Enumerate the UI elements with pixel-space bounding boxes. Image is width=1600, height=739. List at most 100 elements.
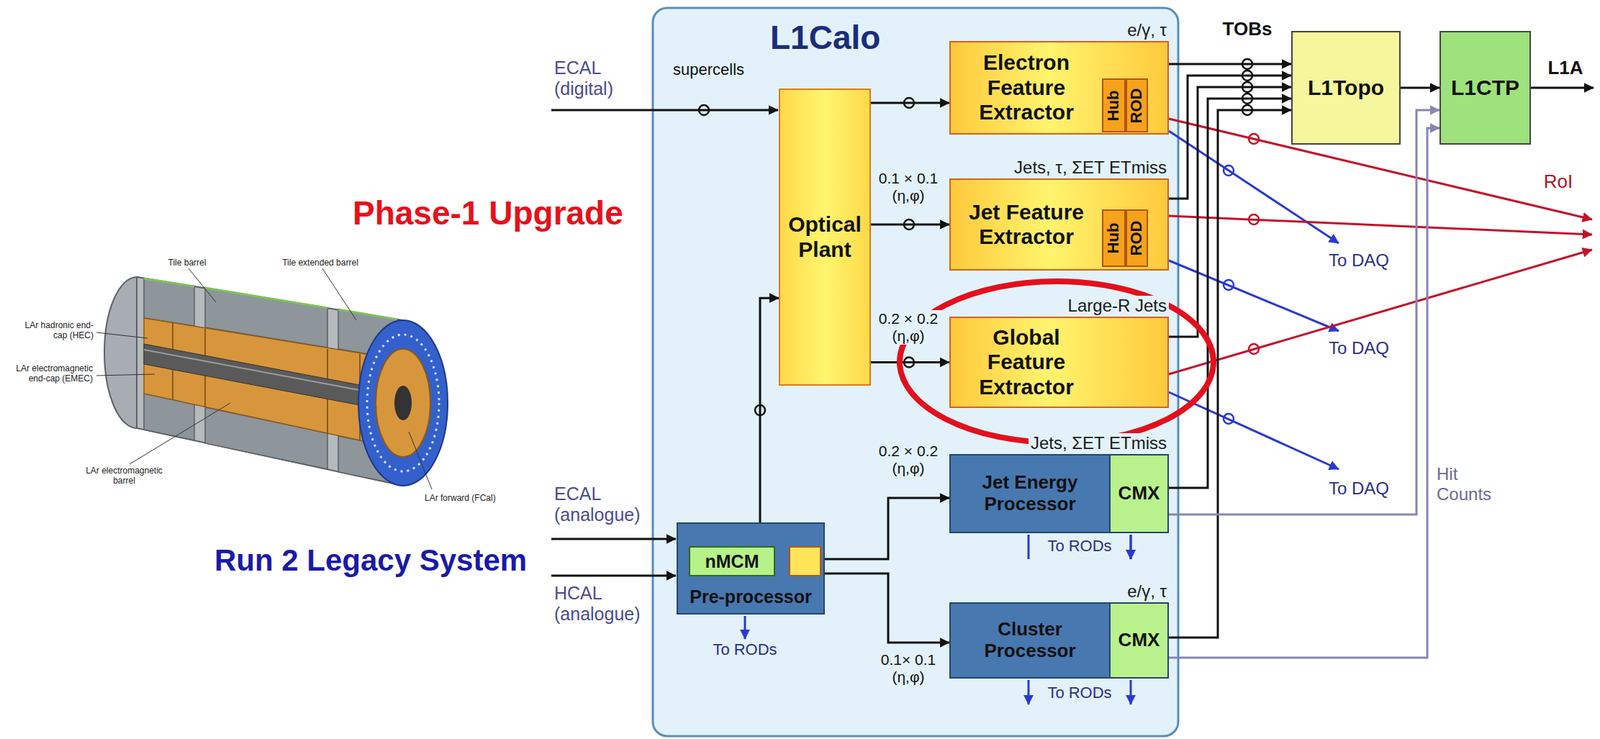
label-holder: LAr electromagnetic end-cap (EMEC) — [2, 364, 93, 385]
readout-target: To RODs — [1040, 536, 1120, 555]
readout-arrow — [1130, 680, 1133, 705]
input-wire — [551, 575, 676, 578]
text-holder: Jets, τ, ΣET ETmiss — [1011, 157, 1169, 178]
granularity-note: 0.1 × 0.1 (η,φ) — [872, 169, 945, 205]
fibre-marker — [698, 105, 709, 116]
label-holder: L1A — [1540, 57, 1591, 80]
label-holder: Tile extended barrel — [273, 255, 368, 269]
block-heading: Jets, ΣET ETmiss — [1028, 433, 1169, 454]
fibre-marker — [1248, 214, 1259, 225]
label-holder: To RODs — [1040, 536, 1120, 555]
box-label: ROD — [1129, 220, 1146, 257]
text-holder: Pre-processor — [682, 586, 820, 608]
label-holder: Tile barrel — [151, 255, 224, 269]
calorimeter-illustration — [96, 268, 448, 490]
text-holder: CMX — [1118, 482, 1161, 505]
signal-connector — [1168, 75, 1292, 199]
text-holder: L1Topo — [1307, 75, 1385, 101]
text-holder: Large-R Jets — [1065, 295, 1169, 316]
signal-wires — [551, 87, 1594, 705]
text-holder: Jet Energy Processor — [957, 472, 1102, 516]
readout-arrow — [1027, 680, 1030, 705]
granularity-note: 0.1× 0.1 (η,φ) — [872, 651, 945, 686]
signal-connector — [824, 498, 950, 560]
label-holder: LAr forward (FCal) — [424, 490, 496, 504]
part-name: LAr electromagnetic barrel — [79, 466, 170, 487]
fibre-marker — [1223, 279, 1234, 291]
feature-extractor-box: Large-R JetsGlobal Feature Extractor — [949, 316, 1169, 409]
label-holder: RoI — [1533, 171, 1584, 193]
label-holder: ECAL (analogue) — [554, 483, 652, 526]
fibre-marker — [904, 97, 915, 108]
fibre-marker — [1248, 133, 1259, 144]
signal-connector — [1168, 128, 1440, 658]
box-label: CMX — [1118, 482, 1161, 505]
label-holder: ECAL (digital) — [554, 57, 648, 100]
box-label: Jet Feature Extractor — [956, 200, 1097, 250]
box-label: Hub — [1106, 89, 1123, 121]
block-heading: e/γ, τ — [1124, 581, 1169, 602]
label-holder: To DAQ — [1322, 250, 1395, 271]
label-holder: LAr hadronic end-cap (HEC) — [14, 321, 94, 342]
fibre-marker — [1223, 413, 1234, 424]
text-holder: Hub — [1098, 97, 1130, 114]
label-holder: LAr electromagnetic barrel — [79, 466, 170, 487]
text-holder: nMCM — [705, 551, 760, 573]
fibre-marker — [755, 405, 766, 416]
text-holder: CMX — [1118, 629, 1161, 652]
signal-connector — [1168, 63, 1292, 66]
panel-shape — [652, 7, 1179, 737]
signal-connector — [760, 297, 779, 523]
signal-name: L1A — [1540, 57, 1591, 80]
tile-edge — [143, 278, 398, 320]
label-holder: TOBs — [1218, 18, 1277, 41]
granularity-note: 0.2 × 0.2 (η,φ) — [872, 442, 945, 478]
roi-arrow — [1168, 249, 1593, 375]
l1topo-box: L1Topo — [1291, 30, 1401, 145]
text-holder: L1CTP — [1451, 75, 1520, 101]
box-label: Cluster Processor — [957, 618, 1102, 663]
label-holder: To RODs — [705, 640, 785, 659]
text-holder: Electron Feature Extractor — [956, 50, 1097, 126]
label-holder: To DAQ — [1322, 478, 1395, 499]
granularity-note: 0.2 × 0.2 (η,φ) — [872, 310, 945, 345]
label-holder: supercells — [672, 60, 745, 79]
box-label: Jet Energy Processor — [957, 472, 1102, 516]
part-name: LAr hadronic end-cap (HEC) — [14, 321, 94, 342]
fibre-marker — [1242, 105, 1253, 116]
panel-background — [652, 7, 1179, 737]
feature-extractor-box: Jets, τ, ΣET ETmissJet Feature Extractor… — [949, 178, 1169, 271]
fibre-marker — [1242, 70, 1253, 81]
part-name: Tile barrel — [151, 258, 224, 269]
fibre-marker — [1248, 344, 1259, 355]
input-wire — [551, 538, 676, 541]
label-holder: To RODs — [1040, 683, 1120, 702]
preprocessor-box: Pre-processor nMCM — [676, 522, 825, 615]
fibre-marker — [1242, 59, 1253, 70]
signal-connector — [870, 102, 950, 105]
readout-target: To DAQ — [1322, 338, 1395, 359]
text-holder: e/γ, τ — [1124, 20, 1169, 41]
cmx-module: CMX — [1109, 602, 1169, 679]
label-holder: Phase-1 Upgrade — [352, 194, 624, 233]
processor-box: Jets, ΣET ETmissJet Energy ProcessorCMX — [949, 454, 1169, 534]
optical-plant-box: Optical Plant — [778, 88, 871, 386]
box-label: nMCM — [705, 551, 760, 573]
input-name: ECAL (digital) — [554, 57, 648, 100]
nmcm-chip: nMCM — [688, 546, 776, 577]
part-name: LAr electromagnetic end-cap (EMEC) — [2, 364, 93, 385]
box-label: L1Calo — [770, 17, 881, 57]
text-holder: Optical Plant — [781, 212, 869, 262]
signal-connector — [1400, 87, 1440, 90]
text-holder: ROD — [1119, 97, 1155, 114]
roi-arrow — [1168, 215, 1593, 235]
signal-connector — [824, 573, 950, 643]
label-holder: 0.2 × 0.2 (η,φ) — [872, 310, 945, 345]
part-name: LAr forward (FCal) — [424, 493, 496, 504]
end-ring-dots — [367, 334, 440, 472]
l1calo-panel: L1CaloOptical Plant e/γ, τ Electron Featur… — [652, 7, 1179, 737]
box-label: Hub — [1106, 223, 1123, 255]
signal-name: supercells — [672, 60, 745, 79]
fibre-marker — [904, 357, 915, 368]
block-heading: Jets, τ, ΣET ETmiss — [1011, 157, 1169, 178]
